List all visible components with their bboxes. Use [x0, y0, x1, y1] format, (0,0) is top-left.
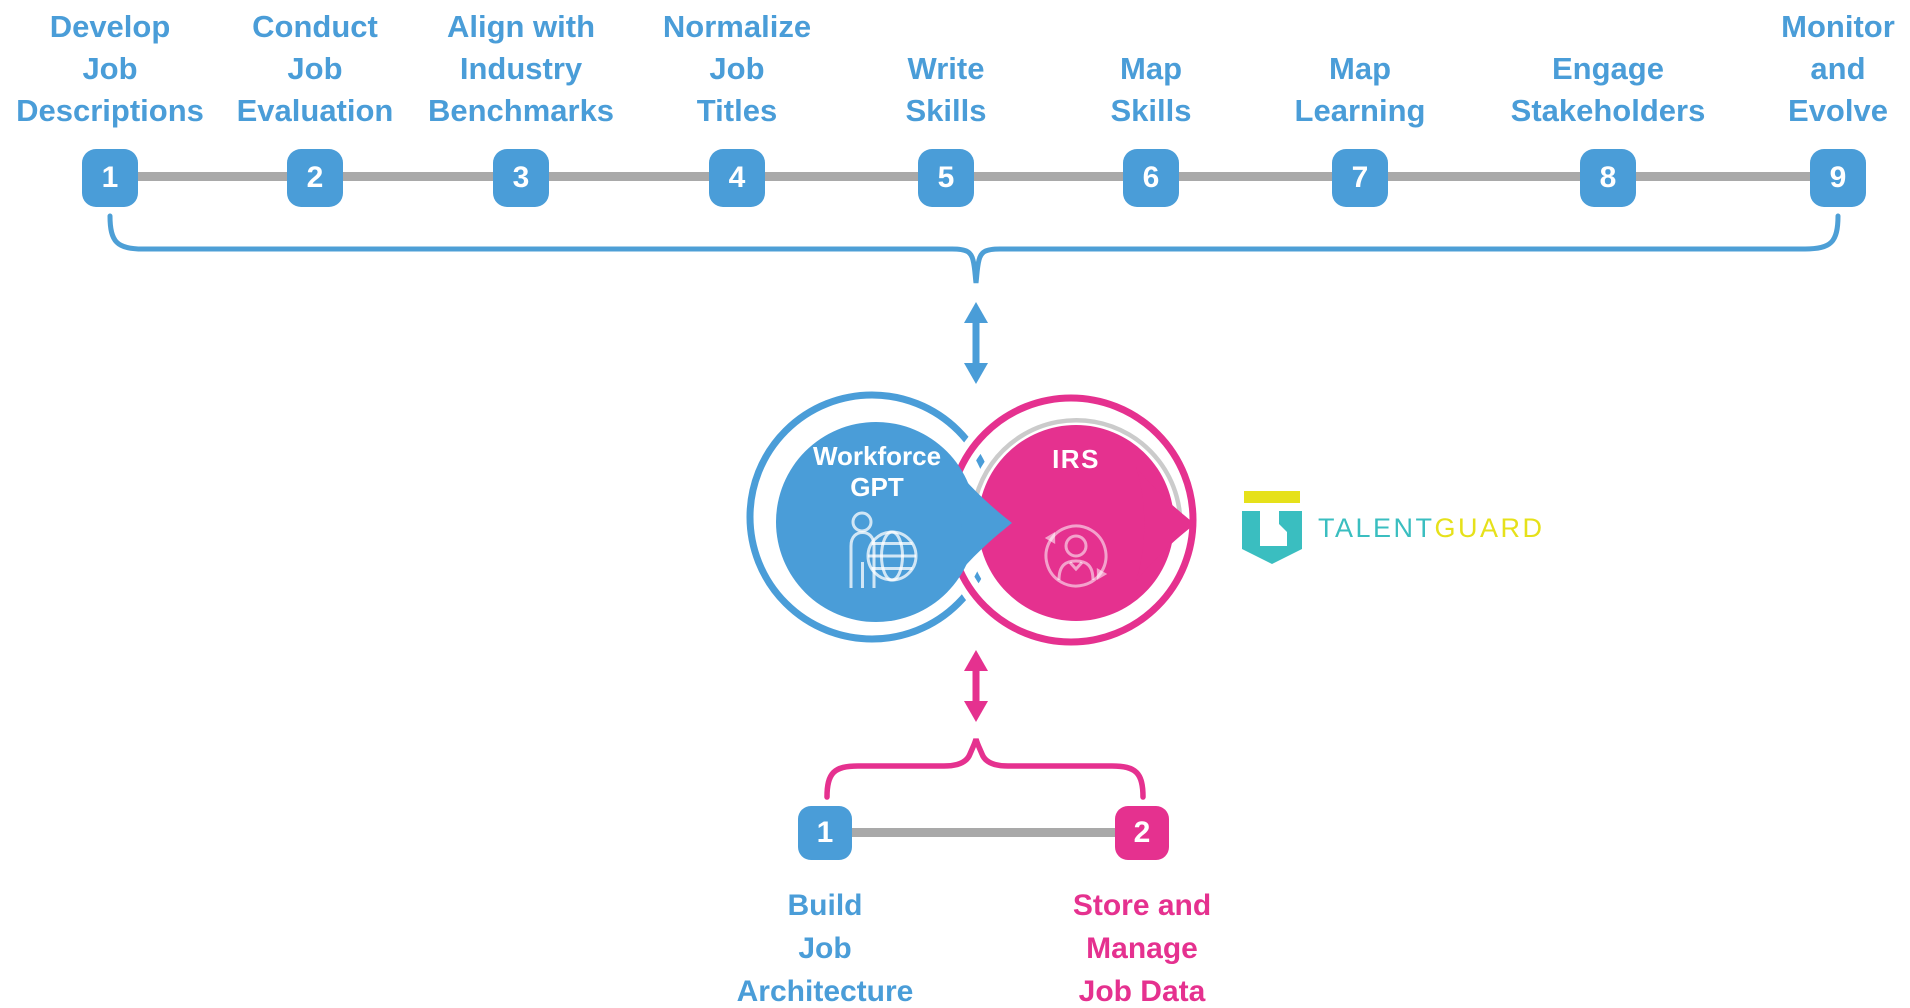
step-label-6: Map Skills	[1110, 51, 1192, 128]
step-label-2: Conduct Job Evaluation	[236, 9, 394, 128]
step-label-9: Monitor and Evolve	[1781, 9, 1895, 128]
pink-circle-shadow	[973, 418, 1183, 536]
top-timeline-line	[110, 172, 1838, 181]
talentguard-wordmark: TALENTGUARD	[1318, 513, 1545, 543]
person-globe-icon	[849, 511, 918, 588]
irs-circle	[978, 425, 1174, 621]
bottom-step-box-1: 1	[798, 806, 852, 860]
step-box-6: 6	[1123, 149, 1179, 207]
logo-guard-text: GUARD	[1434, 513, 1545, 543]
logo-talent-text: TALENT	[1318, 513, 1435, 543]
bottom-step-label-1: Build Job Architecture	[736, 889, 914, 1008]
step-box-4: 4	[709, 149, 765, 207]
step-label-7: Map Learning	[1294, 51, 1426, 128]
bottom-step-label-2: Store and Manage Job Data	[1072, 889, 1212, 1008]
top-bracket	[107, 213, 1841, 284]
step-label-5: Write Skills	[905, 51, 987, 128]
venn-circles	[740, 385, 1203, 652]
step-box-2: 2	[287, 149, 343, 207]
blue-double-arrow-icon	[964, 302, 988, 384]
step-box-1: 1	[82, 149, 138, 207]
step-box-9: 9	[1810, 149, 1866, 207]
step-box-7: 7	[1332, 149, 1388, 207]
step-box-5: 5	[918, 149, 974, 207]
step-label-4: Normalize Job Titles	[662, 9, 812, 128]
pink-double-arrow-icon	[964, 650, 988, 722]
bottom-brace	[824, 738, 1146, 800]
person-sync-icon	[1044, 524, 1108, 588]
step-box-8: 8	[1580, 149, 1636, 207]
step-label-1: Develop Job Descriptions	[16, 9, 204, 128]
step-label-3: Align with Industry Benchmarks	[427, 9, 615, 128]
bottom-step-box-2: 2	[1115, 806, 1169, 860]
step-label-8: Engage Stakeholders	[1510, 51, 1706, 128]
irs-label: IRS	[1052, 444, 1100, 474]
bottom-timeline-line	[825, 828, 1142, 837]
shield-t-icon	[1242, 491, 1302, 564]
workforce-gpt-circle	[776, 422, 976, 622]
workforce-gpt-label: Workforce GPT	[812, 441, 942, 502]
workforce-gpt-pointer	[953, 466, 1012, 580]
step-box-3: 3	[493, 149, 549, 207]
irs-pointer	[1136, 467, 1195, 581]
